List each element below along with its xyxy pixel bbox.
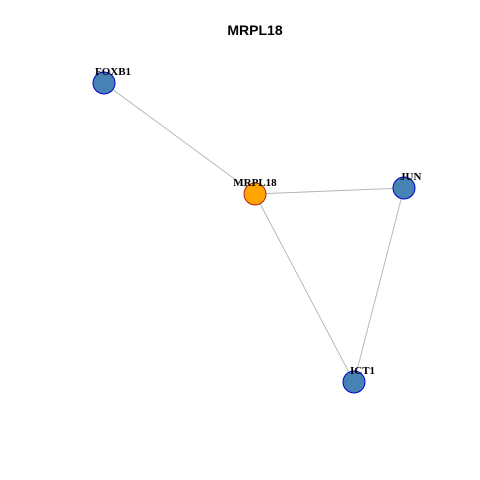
edges-layer [103, 82, 405, 383]
node-mrpl18[interactable]: MRPL18 [233, 177, 277, 206]
node-circle-ict1[interactable] [342, 370, 366, 394]
edge-foxb1-mrpl18 [103, 82, 256, 195]
node-label-ict1: ICT1 [350, 365, 375, 377]
graph-title: MRPL18 [227, 22, 282, 38]
node-foxb1[interactable]: FOXB1 [92, 66, 131, 95]
edge-mrpl18-jun [254, 187, 405, 195]
node-label-foxb1: FOXB1 [95, 66, 131, 78]
node-ict1[interactable]: ICT1 [342, 365, 375, 394]
node-label-jun: JUN [400, 171, 421, 183]
node-circle-foxb1[interactable] [92, 71, 116, 95]
edge-jun-ict1 [353, 187, 405, 383]
node-circle-jun[interactable] [392, 176, 416, 200]
edge-mrpl18-ict1 [254, 193, 355, 383]
node-circle-mrpl18[interactable] [243, 182, 267, 206]
node-jun[interactable]: JUN [392, 171, 421, 200]
node-label-mrpl18: MRPL18 [233, 177, 277, 189]
